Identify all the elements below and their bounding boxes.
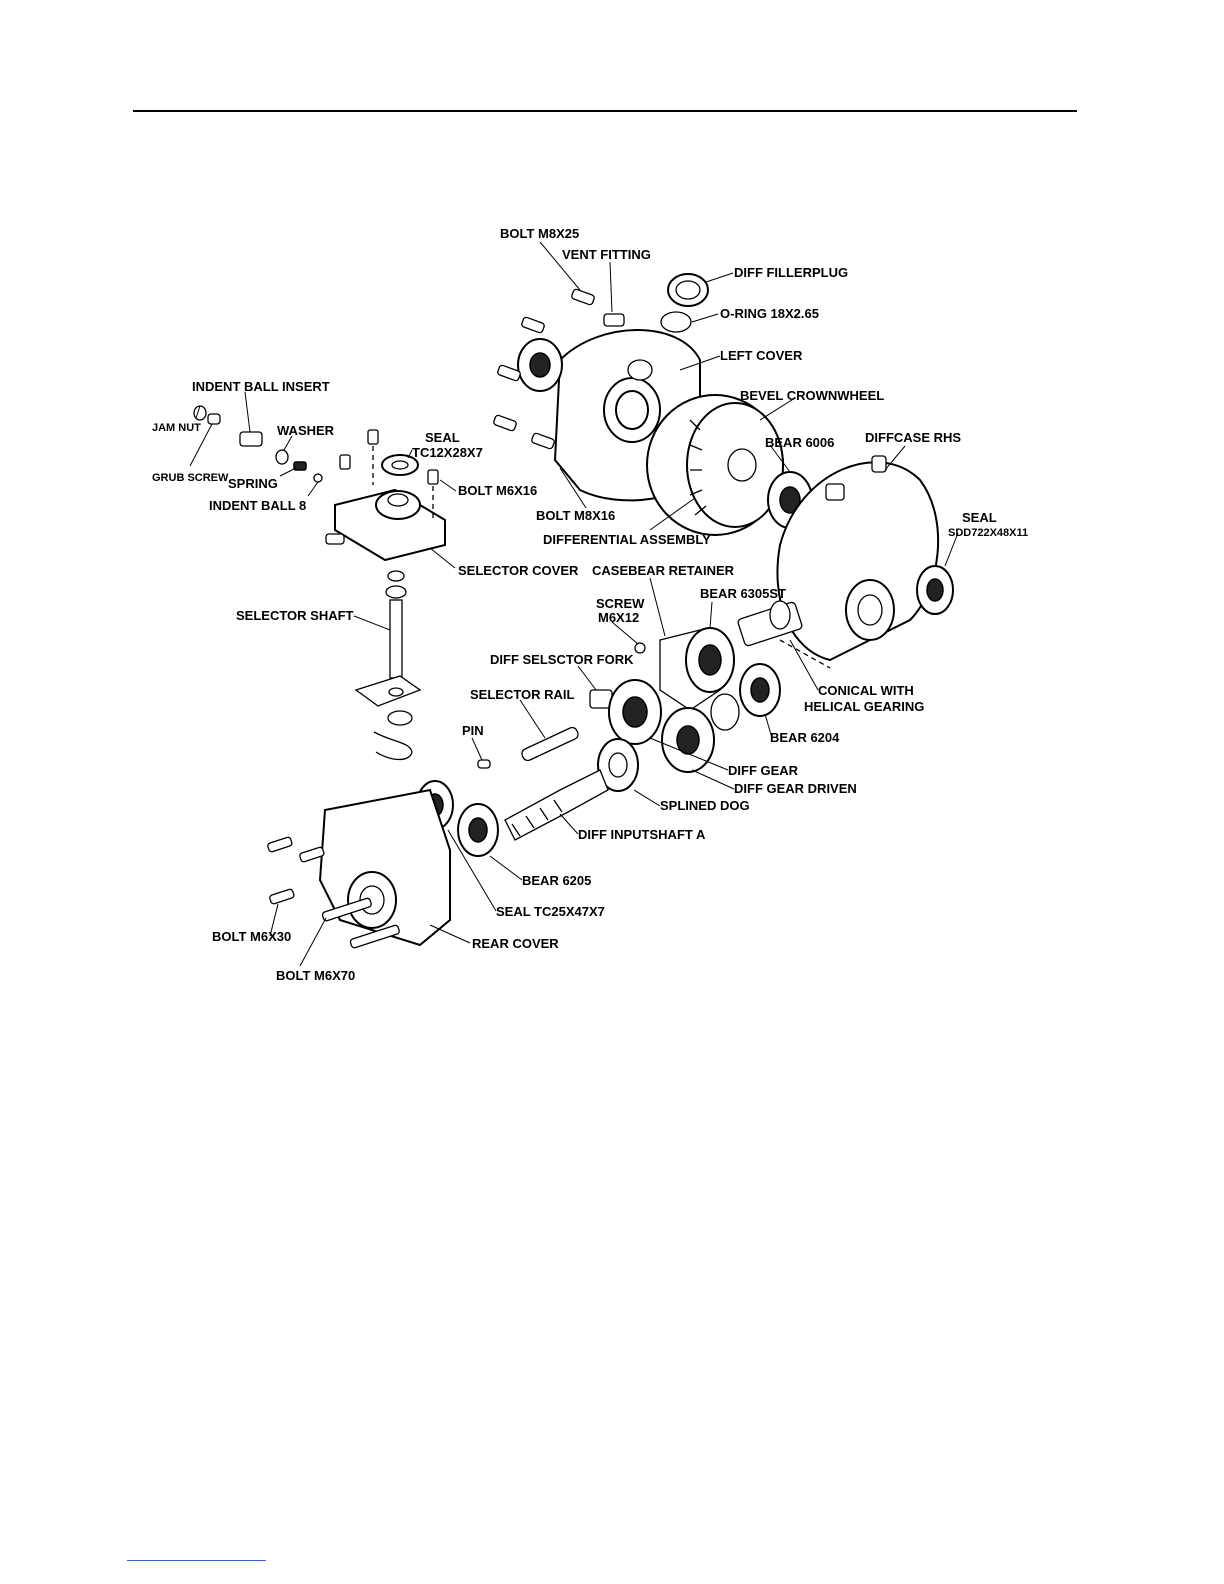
- label-seal-tc12: SEAL: [425, 430, 460, 445]
- bear-6205-part: [457, 803, 499, 857]
- o-ring-part: [660, 311, 692, 333]
- label-screw: SCREW: [596, 596, 645, 611]
- label-bolt-m8x16: BOLT M8X16: [536, 508, 615, 523]
- splined-dog-part: [597, 738, 639, 792]
- label-jam-nut: JAM NUT: [152, 422, 201, 434]
- label-pin: PIN: [462, 723, 484, 738]
- label-bevel-crownwheel: BEVEL CROWNWHEEL: [740, 388, 884, 403]
- differential-assembly-part: [646, 394, 784, 536]
- pin-part: [477, 759, 491, 769]
- label-conical-1: CONICAL WITH: [818, 683, 914, 698]
- label-diff-gear-driven: DIFF GEAR DRIVEN: [734, 781, 857, 796]
- label-bear-6305st: BEAR 6305ST: [700, 586, 786, 601]
- label-bear-6205: BEAR 6205: [522, 873, 591, 888]
- label-bolt-m6x70: BOLT M6X70: [276, 968, 355, 983]
- bear-6204-part: [710, 663, 781, 731]
- washer-part: [275, 449, 289, 465]
- label-rear-cover: REAR COVER: [472, 936, 559, 951]
- seal-sdd-part: [916, 565, 954, 615]
- label-left-cover: LEFT COVER: [720, 348, 803, 363]
- spring-part: [293, 461, 307, 471]
- conical-helical-gear-part: [737, 600, 831, 669]
- seal-tc12-part: [381, 454, 419, 476]
- diffcase-rhs-part: [776, 455, 940, 662]
- label-bolt-m6x16: BOLT M6X16: [458, 483, 537, 498]
- label-indent-ball-insert: INDENT BALL INSERT: [192, 379, 330, 394]
- diff-inputshaft-part: [504, 769, 609, 841]
- label-seal-tc12-size: TC12X28X7: [412, 445, 483, 460]
- bear-6305st-part: [685, 627, 735, 693]
- label-diff-fillerplug: DIFF FILLERPLUG: [734, 265, 848, 280]
- leader-lines: [189, 241, 959, 967]
- label-vent-fitting: VENT FITTING: [562, 247, 651, 262]
- grub-screw-part: [207, 413, 221, 425]
- label-selector-rail: SELECTOR RAIL: [470, 687, 575, 702]
- label-washer: WASHER: [277, 423, 335, 438]
- diff-fillerplug-part: [667, 273, 709, 307]
- label-seal-sdd: SEAL: [962, 510, 997, 525]
- label-bolt-m6x30: BOLT M6X30: [212, 929, 291, 944]
- label-seal-tc25: SEAL TC25X47X7: [496, 904, 605, 919]
- label-bolt-m8x25: BOLT M8X25: [500, 226, 579, 241]
- footer-rule: [127, 1560, 266, 1561]
- label-selector-cover: SELECTOR COVER: [458, 563, 579, 578]
- label-differential-assembly: DIFFERENTIAL ASSEMBLY: [543, 532, 711, 547]
- diff-gear-driven-part: [661, 707, 715, 773]
- screw-m6x12-part: [634, 642, 646, 654]
- selector-cover-part: [325, 488, 446, 562]
- selector-shaft-part: [354, 570, 422, 761]
- label-casebear-retainer: CASEBEAR RETAINER: [592, 563, 735, 578]
- vent-fitting-part: [603, 313, 625, 327]
- label-splined-dog: SPLINED DOG: [660, 798, 750, 813]
- label-indent-ball: INDENT BALL 8: [209, 498, 306, 513]
- label-bear-6006: BEAR 6006: [765, 435, 834, 450]
- label-screw-size: M6X12: [598, 610, 639, 625]
- label-bear-6204: BEAR 6204: [770, 730, 840, 745]
- label-conical-2: HELICAL GEARING: [804, 699, 924, 714]
- rear-cover-part: [318, 788, 451, 947]
- bolt-m6x30-part: [267, 836, 325, 905]
- label-diffcase-rhs: DIFFCASE RHS: [865, 430, 961, 445]
- label-diff-selector-fork: DIFF SELSCTOR FORK: [490, 652, 634, 667]
- header-rule: [133, 110, 1077, 112]
- label-diff-gear: DIFF GEAR: [728, 763, 799, 778]
- label-diff-inputshaft: DIFF INPUTSHAFT A: [578, 827, 706, 842]
- indent-ball-part: [313, 473, 323, 483]
- bolt-m6x70-part: [321, 897, 400, 949]
- label-grub-screw: GRUB SCREW: [152, 472, 229, 484]
- label-seal-sdd-size: SDD722X48X11: [948, 527, 1028, 539]
- indent-ball-insert-part: [239, 431, 263, 447]
- label-o-ring: O-RING 18X2.65: [720, 306, 819, 321]
- bolt-m6x16-part: [339, 429, 439, 520]
- bolt-m8x25-part: [493, 288, 595, 450]
- diff-gear-part: [608, 679, 662, 745]
- selector-rail-part: [521, 726, 579, 762]
- label-spring: SPRING: [228, 476, 278, 491]
- label-selector-shaft: SELECTOR SHAFT: [236, 608, 354, 623]
